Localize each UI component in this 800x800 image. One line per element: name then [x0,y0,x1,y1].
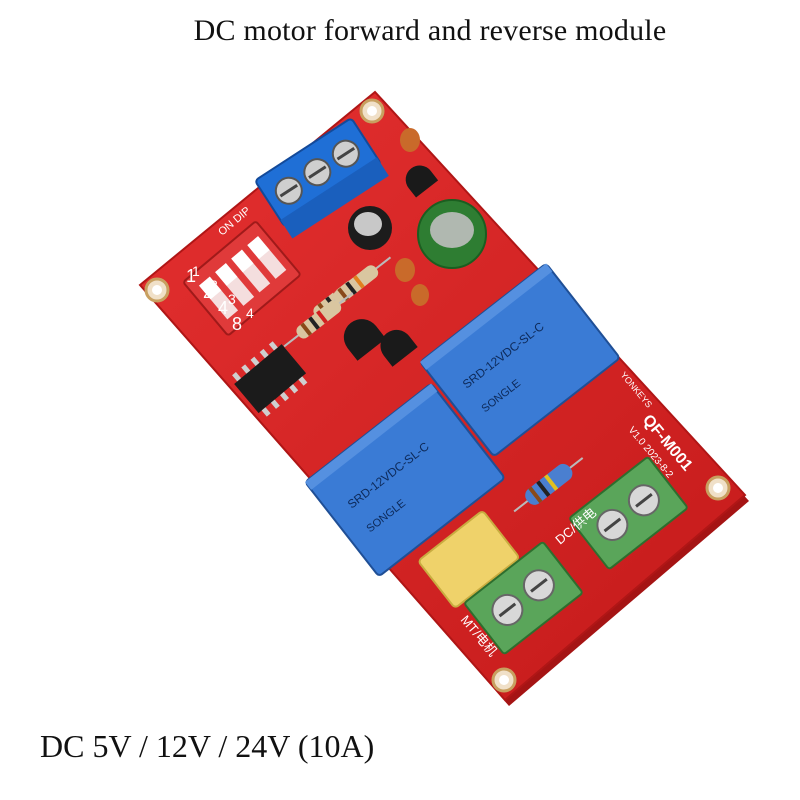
time-select-labels: 1 2 4 8 [186,266,242,334]
electrolytic-capacitors [348,199,487,269]
svg-text:4: 4 [246,305,254,321]
svg-text:4: 4 [218,298,228,318]
svg-text:1: 1 [186,266,196,286]
resistors [283,256,584,513]
dip-number-labels: 1 2 3 4 [192,263,254,321]
svg-text:2: 2 [203,282,213,302]
svg-text:2: 2 [210,277,218,293]
transistors [343,165,439,367]
relay-right: SRD-12VDC-SL-C SONGLE [420,263,620,456]
dip-switch [183,221,301,336]
svg-text:8: 8 [232,314,242,334]
svg-text:3: 3 [228,291,236,307]
power-terminal-block [569,456,688,570]
svg-text:1: 1 [192,263,200,279]
ceramic-capacitors [395,128,429,306]
relay-left: SRD-12VDC-SL-C SONGLE [305,383,505,576]
voltage-spec: DC 5V / 12V / 24V (10A) [40,728,375,764]
motor-terminal-block [464,541,583,655]
yellow-x2-capacitor [418,511,519,608]
ic-chip [232,341,308,417]
blue-terminal-block [255,118,389,239]
page-title: DC motor forward and reverse module [193,14,667,47]
mounting-holes [144,98,731,693]
